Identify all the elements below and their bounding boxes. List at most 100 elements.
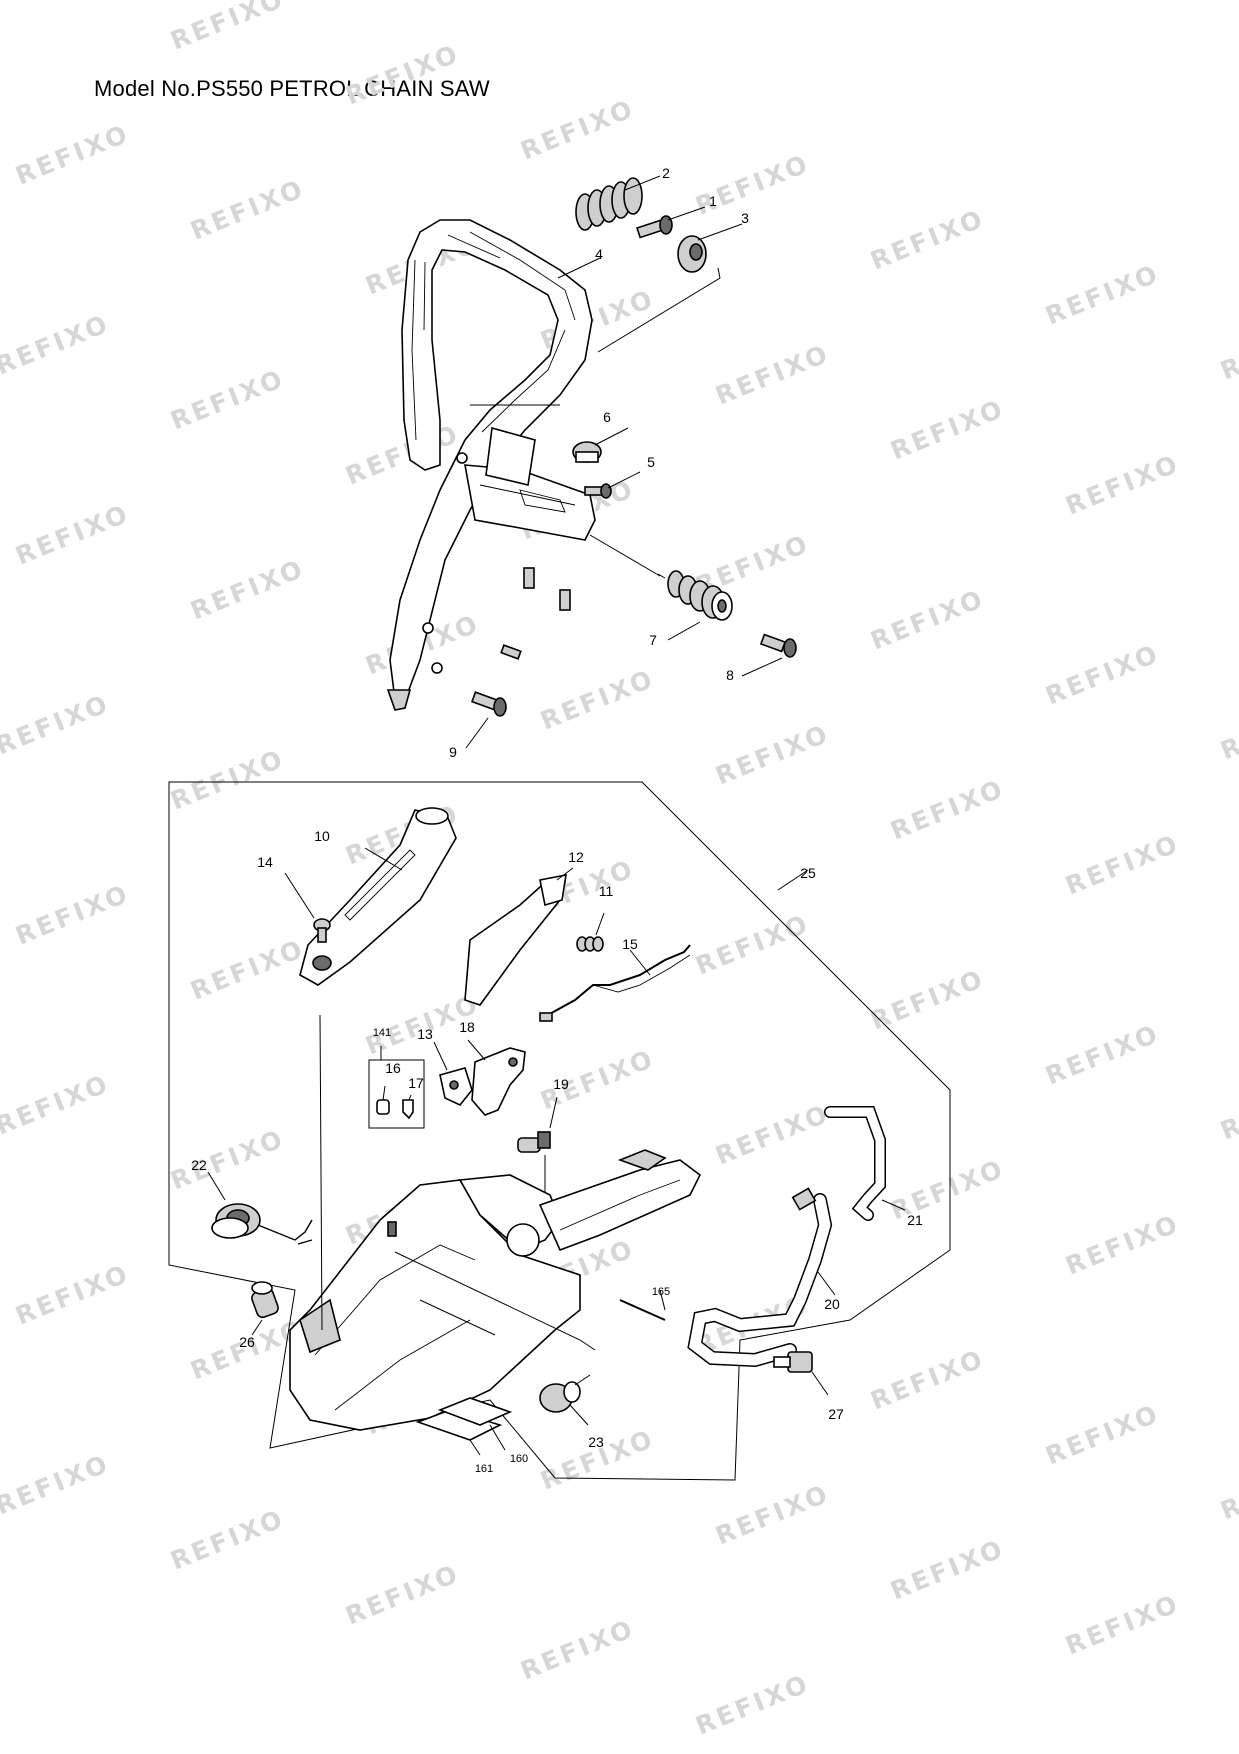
watermark-text: REFIXO [1216,314,1239,386]
callout-10: 10 [314,828,330,844]
watermark-text: REFIXO [1216,1074,1239,1146]
watermark-text: REFIXO [1061,1589,1183,1661]
part-141-kit [368,1046,425,1129]
part-2-spring [575,175,661,231]
watermark-text: REFIXO [886,1534,1008,1606]
part-18-lever [467,1039,526,1116]
watermark-text: REFIXO [0,689,114,761]
callout-19: 19 [553,1076,569,1092]
watermark-text: REFIXO [0,1069,114,1141]
part-27-fuel-filter [773,1351,829,1396]
part-13-bracket [433,1041,473,1106]
part-21-tube [824,1106,906,1221]
watermark-text: REFIXO [0,0,114,1]
part-15-rod [539,944,691,1022]
watermark-text: REFIXO [866,584,988,656]
part-9-bolt [465,691,507,749]
watermark-text: REFIXO [1041,639,1163,711]
callout-15: 15 [622,936,638,952]
clamp-screws [500,567,571,660]
callout-26: 26 [239,1334,255,1350]
watermark-text: REFIXO [516,94,638,166]
watermark-text: REFIXO [341,39,463,111]
part-11-spring [576,912,605,952]
watermark-text: REFIXO [516,1614,638,1686]
watermark-text: REFIXO [11,119,133,191]
callout-13: 13 [417,1026,433,1042]
watermark-text: REFIXO [1041,259,1163,331]
callout-labels: 2 1 3 4 6 5 7 8 9 10 14 12 11 25 15 141 … [191,165,923,1475]
callout-16: 16 [385,1060,401,1076]
part-3-collar [677,223,743,273]
handle-clamp [464,464,596,541]
watermark-text: REFIXO [11,499,133,571]
callout-22: 22 [191,1157,207,1173]
watermark-text: REFIXO [0,309,114,381]
part-22-fuel-cap [207,1171,313,1245]
watermark-text: REFIXO [1061,1209,1183,1281]
part-7-damper [589,534,733,641]
watermark-text: REFIXO [691,149,813,221]
watermark-text: REFIXO [691,909,813,981]
watermark-text: REFIXO [711,1479,833,1551]
watermark-text: REFIXO [1216,694,1239,766]
callout-160: 160 [510,1453,528,1465]
parts-160-161-labels [415,1397,513,1456]
tank-housing [289,1014,702,1431]
callout-20: 20 [824,1296,840,1312]
watermark-text: REFIXO [711,339,833,411]
callout-25: 25 [800,865,816,881]
callout-141: 141 [373,1027,391,1039]
watermark-text: REFIXO [1061,829,1183,901]
callout-23: 23 [588,1434,604,1450]
watermark-text: REFIXO [166,364,288,436]
callout-6: 6 [603,409,611,425]
part-20-fuel-hose [687,1187,836,1368]
watermark-text: REFIXO [186,554,308,626]
watermark-text: REFIXO [886,394,1008,466]
part-26-plug [251,1281,279,1336]
watermark-text: REFIXO [166,1124,288,1196]
callout-1: 1 [709,193,717,209]
callout-3: 3 [741,210,749,226]
diagram-title: Model No.PS550 PETROL CHAIN SAW [94,76,490,101]
watermark-text: REFIXO [166,0,288,56]
watermark-text: REFIXO [11,1259,133,1331]
watermark-text: REFIXO [536,664,658,736]
watermark-text: REFIXO [886,774,1008,846]
watermark-text: REFIXO [166,744,288,816]
watermark-text: REFIXO [186,934,308,1006]
callout-11: 11 [599,883,614,899]
watermark-text: REFIXO [166,1504,288,1576]
watermark-text: REFIXO [866,204,988,276]
callout-21: 21 [907,1212,923,1228]
part-10-handle-cover [299,807,457,986]
part-6-cap [572,427,629,463]
watermark-text: REFIXO [341,1559,463,1631]
watermark-text: REFIXO [11,879,133,951]
callout-12: 12 [568,849,584,865]
watermark-text: REFIXO [711,1099,833,1171]
watermark-text: REFIXO [186,174,308,246]
callout-8: 8 [726,667,734,683]
callout-5: 5 [647,454,655,470]
callout-27: 27 [828,1406,844,1422]
front-handle-assembly [386,219,721,711]
watermark-text: REFIXO [1041,1019,1163,1091]
assembly-25-boundary [168,781,951,1481]
part-23-primer [539,1374,591,1426]
callout-7: 7 [649,632,657,648]
part-14-screw [284,872,331,943]
watermark-text: REFIXO [886,1154,1008,1226]
part-1-bolt [636,206,706,239]
watermark-text: REFIXO [1061,449,1183,521]
part-12-trigger [464,867,574,1006]
watermark-text: REFIXO [0,1449,114,1521]
watermark-text: REFIXO [1216,1454,1239,1526]
watermark-text: REFIXO [691,1669,813,1741]
part-8-bolt [741,633,797,677]
callout-4: 4 [595,246,603,262]
watermark-text: REFIXO [711,719,833,791]
